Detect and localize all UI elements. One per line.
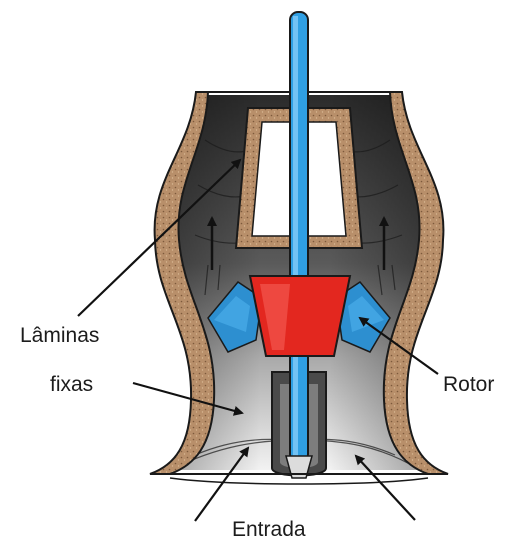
shaft <box>290 12 308 462</box>
label-fixas: fixas <box>50 373 93 397</box>
label-laminas: Lâminas <box>20 324 99 348</box>
label-rotor: Rotor <box>443 373 494 397</box>
label-entrada: Entrada <box>232 518 306 542</box>
